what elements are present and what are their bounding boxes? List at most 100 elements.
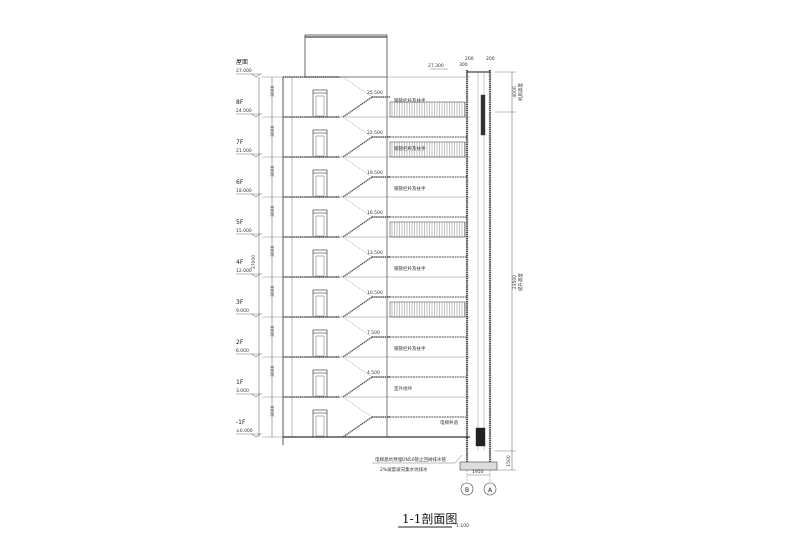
level-name: 8F (236, 99, 244, 106)
door (312, 169, 328, 198)
balcony-railing (389, 221, 466, 238)
door-leaf (315, 215, 325, 237)
stair-flight-up (342, 96, 373, 118)
door (312, 329, 328, 358)
level-name: -1F (236, 419, 246, 426)
stair-flight-down (342, 196, 373, 218)
level-name: 6F (236, 179, 244, 186)
landing-elevation: 25.500 (367, 90, 383, 96)
floor-height-dim: 3000 (270, 405, 276, 417)
stair-flight-down (342, 316, 373, 338)
stair-flight-down (342, 276, 373, 298)
stair-flight-down (342, 116, 373, 138)
floor-height-dim: 3000 (270, 325, 276, 337)
elevation-triangle-icon (251, 433, 261, 438)
drawing-title: 1-1剖面图 (402, 512, 457, 526)
floor-height-dim: 3000 (270, 125, 276, 137)
level-elevation: 27.000 (236, 68, 252, 74)
elevation-triangle-icon (251, 73, 261, 78)
level-elevation: 24.000 (236, 108, 252, 114)
balcony-note: 钢管栏杆及扶手 (394, 185, 426, 192)
pit-note-leader (454, 454, 463, 464)
level-name: 4F (236, 259, 244, 266)
floor-height-dim: 3000 (270, 85, 276, 97)
elevation-triangle-icon (251, 353, 261, 358)
stair-flight-up (342, 216, 373, 238)
door (312, 129, 328, 158)
level-name: 3F (236, 299, 244, 306)
elevation-triangle-icon (251, 113, 261, 118)
stair-flight-down (342, 236, 373, 258)
landing-elevation: 4.500 (367, 370, 380, 376)
shaft-dim-top-note: 机房高度 (517, 83, 524, 101)
balcony-note: 钢管栏杆及扶手 (394, 97, 426, 104)
buffer-block (475, 427, 486, 447)
door (312, 289, 328, 318)
level-elevation: 15.000 (236, 228, 252, 234)
drawing-scale: 1:100 (456, 523, 469, 529)
shaft-dim-middle: 23500 (512, 275, 518, 289)
elevation-triangle-icon (251, 233, 261, 238)
level-elevation: 6.000 (236, 348, 249, 354)
elevation-triangle-icon (251, 193, 261, 198)
door-leaf (315, 95, 325, 117)
stair-flight-down (342, 76, 373, 98)
pit-slab (459, 461, 498, 471)
elevation-triangle-icon (251, 273, 261, 278)
door (312, 89, 328, 118)
landing-elevation: 22.500 (367, 130, 383, 136)
stair-flight-up (342, 256, 373, 278)
door (312, 209, 328, 238)
top-small-dim: 200 (465, 56, 474, 62)
shaft-dim-width: 1950 (472, 469, 484, 475)
stair-flight-down (342, 156, 373, 178)
stair-flight-up (342, 296, 373, 318)
door-leaf (315, 135, 325, 157)
level-name: 2F (236, 339, 244, 346)
level-elevation: 21.000 (236, 148, 252, 154)
level-elevation: 18.000 (236, 188, 252, 194)
pit-note-line1: 电梯基坑预埋DN50管止回阀排水管 (375, 456, 447, 463)
balcony-note: 钢管栏杆及扶手 (394, 265, 426, 272)
axis-bubble (483, 482, 497, 496)
door (312, 369, 328, 398)
level-elevation: 9.000 (236, 308, 249, 314)
door-leaf (315, 375, 325, 397)
floor-height-dim: 3000 (270, 245, 276, 257)
door (312, 409, 328, 438)
axis-label: B (465, 487, 469, 494)
axis-bubble (460, 482, 474, 496)
balcony-note: 钢管栏杆及扶手 (394, 345, 426, 352)
landing-elevation: 10.500 (367, 290, 383, 296)
overall-dim-text: 27000 (251, 255, 257, 269)
elevation-triangle-icon (251, 313, 261, 318)
floor-height-dim: 3000 (270, 365, 276, 377)
balcony-railing (389, 101, 466, 118)
elevation-triangle-icon (251, 153, 261, 158)
counterweight (480, 94, 486, 136)
landing-elevation: 16.500 (367, 210, 383, 216)
level-name: 5F (236, 219, 244, 226)
top-small-dim: 300 (459, 62, 468, 68)
stair-flight-up (342, 176, 373, 198)
shaft-dim-middle-note: 提升高度 (517, 273, 524, 291)
landing-elevation: 19.500 (367, 170, 383, 176)
axis-label: A (488, 487, 493, 494)
top-elevation: 27.300 (428, 63, 444, 69)
door-leaf (315, 175, 325, 197)
shaft-dim-pit: 1500 (506, 455, 512, 467)
balcony-railing (389, 301, 466, 318)
stair-flight-up (342, 136, 373, 158)
level-name: 1F (236, 379, 244, 386)
pit-note-line2: 2%坡度坡向集水坑排水 (380, 466, 428, 473)
balcony-railing (389, 141, 466, 158)
landing-elevation: 13.500 (367, 250, 383, 256)
level-name: 7F (236, 139, 244, 146)
stair-flight-up (342, 416, 373, 438)
shaft-note: 电梯井道 (440, 419, 458, 426)
floor-height-dim: 3000 (270, 165, 276, 177)
landing-elevation: 7.500 (367, 330, 380, 336)
level-elevation: 12.000 (236, 268, 252, 274)
stair-flight-down (342, 356, 373, 378)
